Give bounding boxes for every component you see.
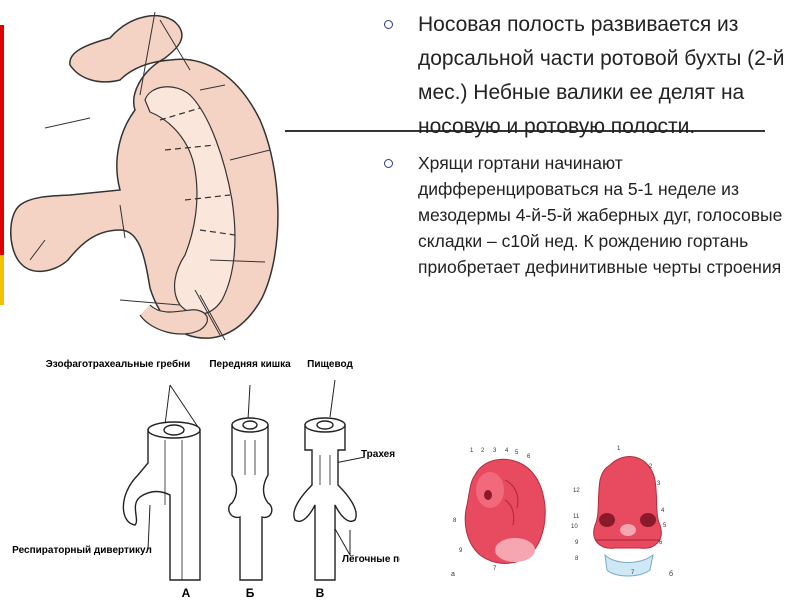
stage-a-shape bbox=[122, 421, 201, 581]
bullet-item: Хрящи гортани начинают дифференцироватьс… bbox=[380, 150, 795, 280]
label-esophagus: Пищевод bbox=[307, 359, 353, 370]
left-num: 2 bbox=[481, 448, 485, 454]
right-num: 8 bbox=[575, 556, 579, 562]
left-num: 9 bbox=[459, 548, 463, 554]
accent-bar-red bbox=[0, 25, 4, 255]
caption-b: б bbox=[669, 570, 673, 578]
accent-bar-yellow bbox=[0, 255, 4, 305]
embryo-frontal-view bbox=[593, 456, 662, 577]
bullet-circle-icon bbox=[384, 159, 393, 168]
left-num: 5 bbox=[515, 450, 519, 456]
label-trachea: Трахея bbox=[361, 449, 395, 460]
stage-c-shape bbox=[293, 417, 357, 581]
bullet-circle-icon bbox=[384, 20, 393, 29]
right-num: 7 bbox=[631, 570, 635, 576]
right-num: 2 bbox=[649, 464, 653, 470]
right-num: 11 bbox=[573, 514, 580, 520]
stage-label-a: А bbox=[182, 586, 191, 600]
right-num: 3 bbox=[657, 481, 661, 487]
bullet-text-larynx: Хрящи гортани начинают дифференцироватьс… bbox=[418, 153, 783, 277]
bullet-item: Носовая полость развивается из дорсально… bbox=[380, 8, 795, 144]
label-esophagotracheal: Эзофаготрахеальные гребни bbox=[46, 358, 191, 370]
bullet-list: Носовая полость развивается из дорсально… bbox=[380, 8, 795, 280]
embryo-section-diagram bbox=[10, 11, 279, 341]
left-num: 6 bbox=[527, 454, 531, 460]
right-num: 5 bbox=[663, 523, 667, 529]
lower-loop bbox=[139, 304, 208, 335]
inner-cavity bbox=[144, 86, 236, 315]
right-num: 4 bbox=[661, 508, 665, 514]
stage-b-shape bbox=[228, 417, 273, 581]
cavity-dashes bbox=[159, 107, 236, 236]
right-num: 6 bbox=[659, 540, 663, 546]
label-lung-buds: Лёгочные почки bbox=[342, 554, 400, 565]
right-num: 9 bbox=[575, 540, 579, 546]
left-num: 8 bbox=[453, 518, 457, 524]
diagram-pointer-lines bbox=[147, 379, 366, 556]
stage-label-b: Б bbox=[246, 586, 255, 600]
left-num: 1 bbox=[470, 448, 474, 454]
label-foregut: Передняя кишка bbox=[209, 359, 291, 370]
left-num: 3 bbox=[493, 448, 497, 454]
slide-divider-rule bbox=[285, 130, 765, 132]
bullet-text-nasal-cavity: Носовая полость развивается из дорсально… bbox=[418, 13, 785, 138]
left-num: 4 bbox=[505, 448, 509, 454]
embryo-lateral-view bbox=[464, 458, 546, 564]
respiratory-development-diagram: Эзофаготрахеальные гребни Передняя кишка… bbox=[12, 358, 400, 600]
embryo-illustrations: 1 2 3 4 5 6 8 9 7 1 2 3 4 5 6 7 12 11 10… bbox=[451, 446, 673, 578]
caption-a: а bbox=[451, 571, 455, 578]
pointer-lines bbox=[29, 11, 271, 341]
left-number-labels: 1 2 3 4 5 6 8 9 7 bbox=[453, 448, 531, 572]
label-respiratory-diverticulum: Респираторный дивертикул bbox=[12, 545, 152, 556]
embryo-outline bbox=[10, 14, 279, 339]
stage-label-v: В bbox=[316, 586, 325, 600]
right-num: 10 bbox=[571, 524, 578, 530]
right-num: 12 bbox=[573, 488, 580, 494]
left-num: 7 bbox=[493, 566, 497, 572]
right-number-labels: 1 2 3 4 5 6 7 12 11 10 9 8 bbox=[571, 446, 667, 576]
right-num: 1 bbox=[617, 446, 621, 452]
